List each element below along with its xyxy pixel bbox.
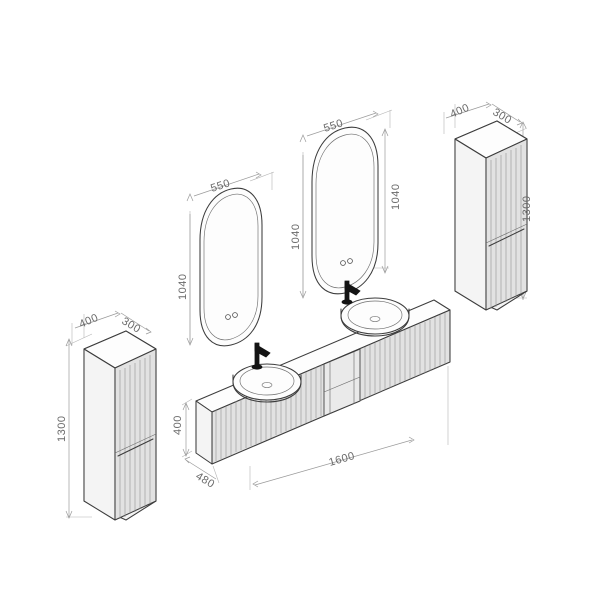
dim-cab-right-width: 400 <box>448 102 471 121</box>
mirror-right: 550 1040 1040 <box>290 109 402 299</box>
dim-mirror-right-width: 550 <box>322 117 345 135</box>
tall-cabinet-right: 400 300 1300 <box>443 101 533 311</box>
dim-mirror-left-height: 1040 <box>177 274 189 300</box>
dim-vanity-depth: 480 <box>193 470 216 491</box>
dim-mirror-left-width: 550 <box>209 177 232 195</box>
dim-mirror-right-height-near: 1040 <box>290 224 302 250</box>
tall-cabinet-left: 400 300 1300 <box>56 310 157 521</box>
faucet-left <box>251 342 271 370</box>
basin-left <box>232 363 302 403</box>
dim-cab-left-width: 400 <box>77 312 100 331</box>
dim-vanity-width: 1600 <box>328 450 357 469</box>
dim-vanity-height: 400 <box>172 415 184 435</box>
faucet-right <box>341 280 361 305</box>
basin-right <box>340 297 410 337</box>
mirror-left: 550 1040 <box>177 171 275 347</box>
dim-cab-left-height: 1300 <box>56 416 68 442</box>
vanity-unit: 400 480 1600 <box>172 280 451 491</box>
dim-mirror-right-height-far: 1040 <box>390 184 402 210</box>
dim-cab-right-height: 1300 <box>521 196 533 222</box>
